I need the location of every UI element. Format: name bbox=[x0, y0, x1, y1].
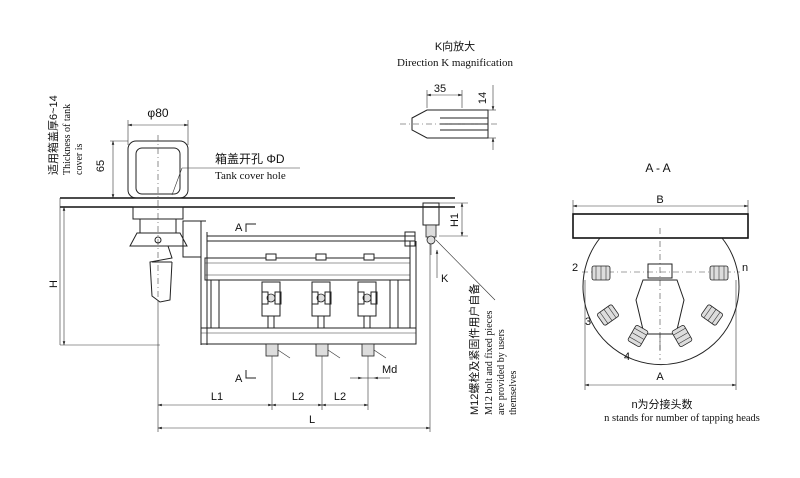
dim-k-label: K bbox=[441, 273, 449, 285]
k-direction-detail: K向放大 Direction K magnification 35 14 bbox=[397, 39, 514, 150]
bolt-note-en-3: themselves bbox=[508, 370, 519, 415]
dim-35-label: 35 bbox=[434, 83, 446, 95]
section-aa-view: A - A B bbox=[572, 161, 760, 424]
dim-14-label: 14 bbox=[477, 92, 489, 104]
dim-md-label: Md bbox=[382, 364, 397, 376]
tapping-head-4 bbox=[627, 325, 649, 347]
contact-assembly-3 bbox=[357, 253, 387, 359]
section-a-top-label: A bbox=[235, 222, 243, 234]
tapping-head-2 bbox=[591, 265, 611, 281]
dim-65-label: 65 bbox=[95, 160, 107, 172]
thickness-note-en-1: Thickness of tank bbox=[62, 104, 73, 175]
aa-title: A - A bbox=[645, 161, 670, 175]
dim-a-label: A bbox=[656, 371, 664, 383]
thickness-note-en-2: cover is bbox=[74, 144, 85, 175]
tapping-head-3 bbox=[596, 304, 620, 326]
k-direction-title-cn: K向放大 bbox=[435, 39, 475, 53]
section-a-bottom-label: A bbox=[235, 373, 243, 385]
dim-h1-label: H1 bbox=[449, 213, 461, 227]
bolt-note-cn: M12螺栓及紧固件用户自备 bbox=[467, 284, 481, 415]
head-4-label: 4 bbox=[624, 351, 630, 363]
tapping-head-5 bbox=[671, 325, 693, 347]
dim-l2b-label: L2 bbox=[334, 391, 346, 403]
dim-l2a-label: L2 bbox=[292, 391, 304, 403]
contact-assembly-1 bbox=[261, 253, 291, 359]
bolt-note-en-1: M12 bolt and fixed pieces bbox=[484, 310, 495, 415]
dim-h-label: H bbox=[48, 280, 60, 288]
thickness-note-cn: 适用箱盖厚6~14 bbox=[46, 95, 60, 175]
dim-b-label: B bbox=[656, 194, 663, 206]
tapping-head-n bbox=[709, 265, 729, 281]
tapping-head-6 bbox=[700, 304, 724, 326]
tank-cover-thickness-note: 适用箱盖厚6~14 Thickness of tank cover is bbox=[46, 95, 85, 175]
bolt-note: M12螺栓及紧固件用户自备 M12 bolt and fixed pieces … bbox=[467, 284, 519, 415]
bolt-note-en-2: are provided by users bbox=[496, 329, 507, 415]
head-n-label: n bbox=[742, 262, 748, 274]
cover-hole-cn: 箱盖开孔 ΦD bbox=[215, 151, 285, 166]
dim-l-label: L bbox=[309, 414, 315, 426]
side-view: φ80 65 箱盖开孔 ΦD Tank cover hole bbox=[48, 106, 496, 432]
note-en: n stands for number of tapping heads bbox=[604, 413, 760, 424]
contact-assembly-2 bbox=[311, 253, 341, 359]
k-direction-title-en: Direction K magnification bbox=[397, 57, 514, 69]
cover-hole-en: Tank cover hole bbox=[215, 170, 286, 182]
dim-l1-label: L1 bbox=[211, 391, 223, 403]
head-3-label: 3 bbox=[585, 316, 591, 328]
note-cn: n为分接头数 bbox=[631, 398, 692, 411]
dim-phi80-label: φ80 bbox=[147, 106, 168, 120]
head-2-label: 2 bbox=[572, 262, 578, 274]
